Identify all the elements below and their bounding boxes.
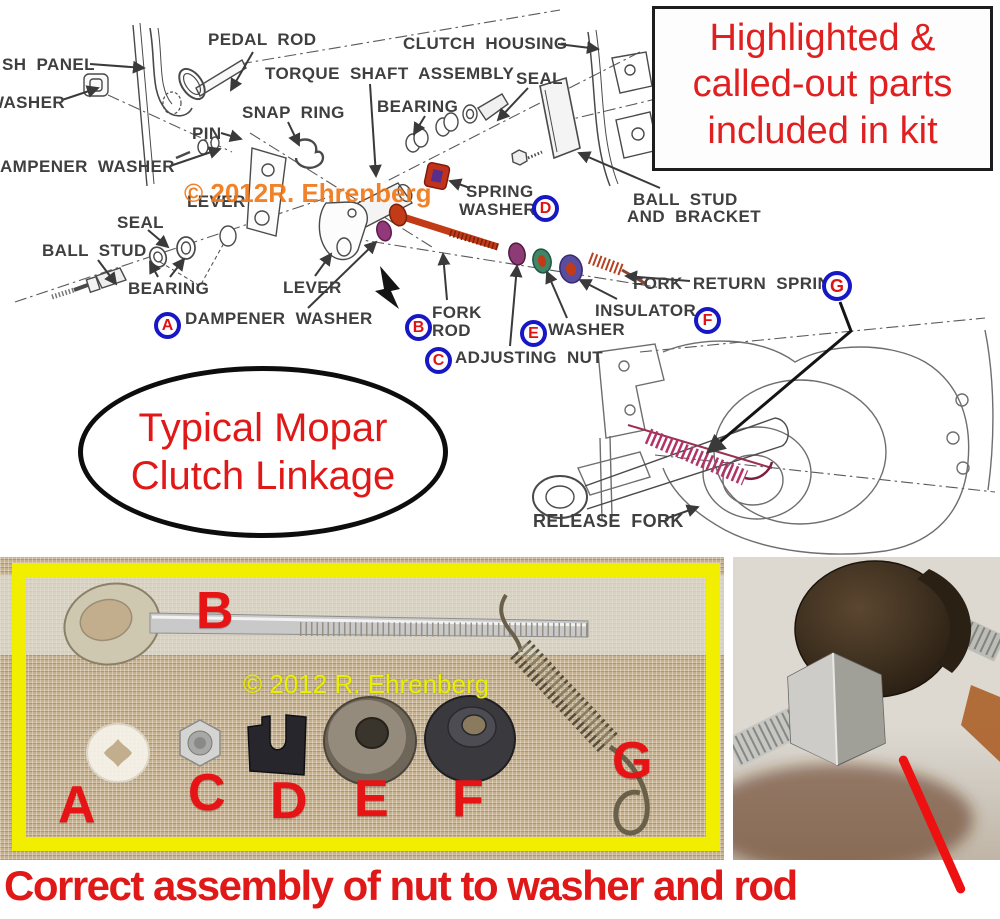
label-spring-washer-1: SPRING: [466, 182, 534, 201]
washer-part: [323, 696, 417, 786]
photo-label-c: C: [188, 764, 226, 822]
label-bearing-left: BEARING: [128, 279, 210, 298]
label-ball-stud-bracket-2: AND BRACKET: [627, 207, 762, 226]
bell-housing-sketch: [577, 329, 994, 555]
label-washer-mid: WASHER: [548, 320, 626, 339]
fork-rod-part: [63, 582, 589, 666]
label-arrows: [61, 41, 700, 520]
ball-stud-left-sketch: [51, 267, 127, 300]
label-seal-upper: SEAL: [516, 69, 563, 88]
label-adjusting-nut: ADJUSTING NUT: [455, 348, 604, 367]
photo-label-g: G: [612, 732, 653, 790]
yellow-frame: [12, 563, 720, 851]
diagram-title-line-1: Typical Mopar: [138, 406, 388, 450]
label-pin: PIN: [192, 124, 222, 143]
photo-shadow: [733, 764, 973, 866]
assembly-art: [733, 560, 1000, 866]
insulator-part: [424, 695, 516, 783]
return-spring-part: [499, 593, 650, 836]
label-torque-shaft-assembly: TORQUE SHAFT ASSEMBLY: [265, 64, 515, 83]
label-bearing-upper: BEARING: [377, 97, 459, 116]
callout-b: B: [405, 314, 432, 341]
assembly-photo: [733, 557, 1000, 866]
bracket-plate-sketch: [511, 76, 581, 166]
dash-panel-sketch: [132, 22, 193, 187]
label-pedal-rod: PEDAL ROD: [208, 30, 317, 49]
label-ball-stud-left: BALL STUD: [42, 241, 147, 260]
label-fork-1: FORK: [432, 303, 482, 322]
label-lever-upper: LEVER: [187, 192, 246, 211]
kit-note-line-1: Highlighted &: [709, 17, 936, 59]
snap-ring-sketch: [294, 138, 325, 169]
kit-parts-photo: © 2012 R. Ehrenberg A B C D E F G: [0, 557, 724, 860]
callout-c: C: [425, 347, 452, 374]
upper-lever-sketch: [246, 147, 287, 237]
panel-washer-sketch: [83, 73, 109, 97]
photo-label-f: F: [452, 770, 484, 828]
kit-note-line-3: included in kit: [707, 109, 938, 152]
mid-lever-sketch: [318, 201, 368, 261]
copyright-watermark-top: © 2012R. Ehrenberg: [184, 178, 432, 208]
chevron-arrow: [375, 266, 400, 309]
label-clutch-housing: CLUTCH HOUSING: [403, 34, 568, 53]
callout-g: G: [822, 271, 852, 301]
upper-bearings-sketch: [405, 93, 509, 153]
label-ball-stud-bracket-1: BALL STUD: [633, 190, 738, 209]
callout-a: A: [154, 312, 181, 339]
diagram-title-oval: Typical Mopar Clutch Linkage: [78, 366, 448, 538]
label-washer-top: WASHER: [0, 93, 66, 112]
center-axes: [14, 9, 996, 493]
kit-parts-art: [63, 582, 650, 836]
label-lever-mid: LEVER: [283, 278, 342, 297]
label-fork-2: ROD: [432, 321, 471, 340]
spring-washer-part: [247, 714, 307, 776]
label-fork-return-spring: FORK RETURN SPRING: [633, 274, 844, 293]
adjusting-nut-part: [179, 719, 221, 767]
label-spring-washer-2: WASHER: [459, 200, 537, 219]
caption-text: Correct assembly of nut to washer and ro…: [4, 862, 798, 909]
kit-note-box: Highlighted & called-out parts included …: [652, 6, 993, 171]
photo-label-e: E: [354, 770, 389, 828]
diagram-title-line-2: Clutch Linkage: [130, 454, 396, 498]
label-insulator: INSULATOR: [595, 301, 697, 320]
callout-d: D: [532, 195, 559, 222]
seal-bearing-left-sketch: [148, 225, 237, 287]
photo-label-d: D: [270, 772, 308, 830]
photo-label-b: B: [196, 582, 234, 640]
dampener-washer-part: [86, 723, 150, 783]
callout-f: F: [694, 307, 721, 334]
label-dampener-washer: DAMPENER WASHER: [185, 309, 373, 328]
hex-nut: [787, 652, 886, 766]
clutch-linkage-diagram: [14, 9, 996, 555]
photo-label-a: A: [58, 776, 96, 834]
highlighted-kit-parts: [376, 161, 774, 486]
label-seal-left: SEAL: [117, 213, 164, 232]
caption-bar: Correct assembly of nut to washer and ro…: [0, 860, 1000, 919]
callout-e: E: [520, 320, 547, 347]
pedal-rod-sketch: [162, 59, 247, 115]
label-dash-panel: SH PANEL: [2, 55, 95, 74]
label-release-fork: RELEASE FORK: [533, 511, 684, 531]
clutch-housing-sketch: [587, 29, 659, 187]
release-fork-sketch: [532, 417, 789, 519]
label-dampener-washer-top: AMPENER WASHER: [0, 157, 175, 176]
g-pointer-line: [705, 301, 853, 454]
copyright-watermark-photo: © 2012 R. Ehrenberg: [243, 669, 490, 699]
kit-note-line-2: called-out parts: [692, 63, 953, 106]
label-snap-ring: SNAP RING: [242, 103, 345, 122]
